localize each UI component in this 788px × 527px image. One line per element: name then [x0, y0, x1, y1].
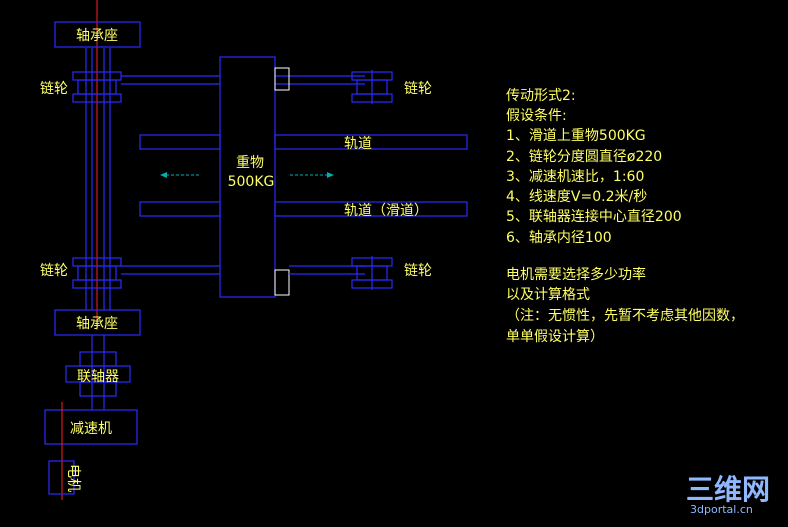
notes-item: 6、轴承内径100 — [506, 230, 612, 246]
sprocket-bottom-right-label: 链轮 — [404, 263, 432, 279]
notes-item: 1、滑道上重物500KG — [506, 127, 646, 144]
notes-item: 5、联轴器连接中心直径200 — [506, 208, 682, 225]
motor-label: 电机 — [65, 464, 81, 492]
chain-top — [121, 75, 365, 85]
reducer-label: 减速机 — [70, 421, 112, 437]
notes-question-line: 电机需要选择多少功率 — [506, 266, 646, 283]
sprocket-bottom-left-label: 链轮 — [40, 263, 68, 279]
notes-item: 2、链轮分度圆直径ø220 — [506, 148, 662, 165]
motion-arrow-right — [290, 172, 334, 178]
bearing-block-bottom-label: 轴承座 — [76, 316, 118, 332]
notes-title: 传动形式2: — [506, 88, 576, 104]
notes-panel: 传动形式2: 假设条件: 1、滑道上重物500KG 2、链轮分度圆直径ø220 … — [506, 88, 744, 345]
watermark: 三维网 3dportal.cn — [686, 473, 770, 516]
watermark-logo: 三维网 — [686, 473, 770, 506]
sprocket-top-left-label: 链轮 — [40, 81, 68, 97]
sprocket-top-right-label: 链轮 — [404, 81, 432, 97]
bearing-block-bottom: 轴承座 — [54, 309, 141, 336]
track-top-label: 轨道 — [344, 136, 372, 152]
weight-mass-label: 500KG — [228, 174, 275, 190]
chain-bottom — [121, 265, 365, 275]
track-top — [139, 134, 468, 150]
notes-question-line: 以及计算格式 — [506, 287, 590, 303]
notes-question-line: （注：无惯性，先暂不考虑其他因数， — [506, 307, 744, 324]
motion-arrow-left — [160, 172, 200, 178]
weight-body: 重物 500KG — [219, 56, 276, 298]
sprocket-top-right — [351, 70, 393, 104]
watermark-url: 3dportal.cn — [690, 503, 753, 516]
track-bottom-label: 轨道（滑道） — [344, 202, 428, 219]
reducer: 减速机 — [44, 409, 138, 445]
sprocket-bottom-right — [351, 256, 393, 290]
coupling — [65, 351, 131, 397]
bearing-block-top-label: 轴承座 — [76, 28, 118, 44]
track-bottom — [139, 201, 468, 217]
sprocket-bottom-left — [72, 257, 122, 289]
notes-item: 4、线速度V=0.2米/秒 — [506, 189, 647, 205]
chain-clip-bottom — [274, 269, 290, 296]
chain-clip-top — [274, 67, 290, 91]
motor: 电机 — [48, 460, 81, 495]
bearing-block-top: 轴承座 — [54, 21, 141, 48]
notes-item: 3、减速机速比，1:60 — [506, 169, 644, 185]
coupling-label: 联轴器 — [77, 369, 119, 385]
notes-question-line: 单单假设计算） — [506, 329, 604, 345]
weight-label: 重物 — [236, 155, 264, 171]
notes-subtitle: 假设条件: — [506, 107, 567, 124]
